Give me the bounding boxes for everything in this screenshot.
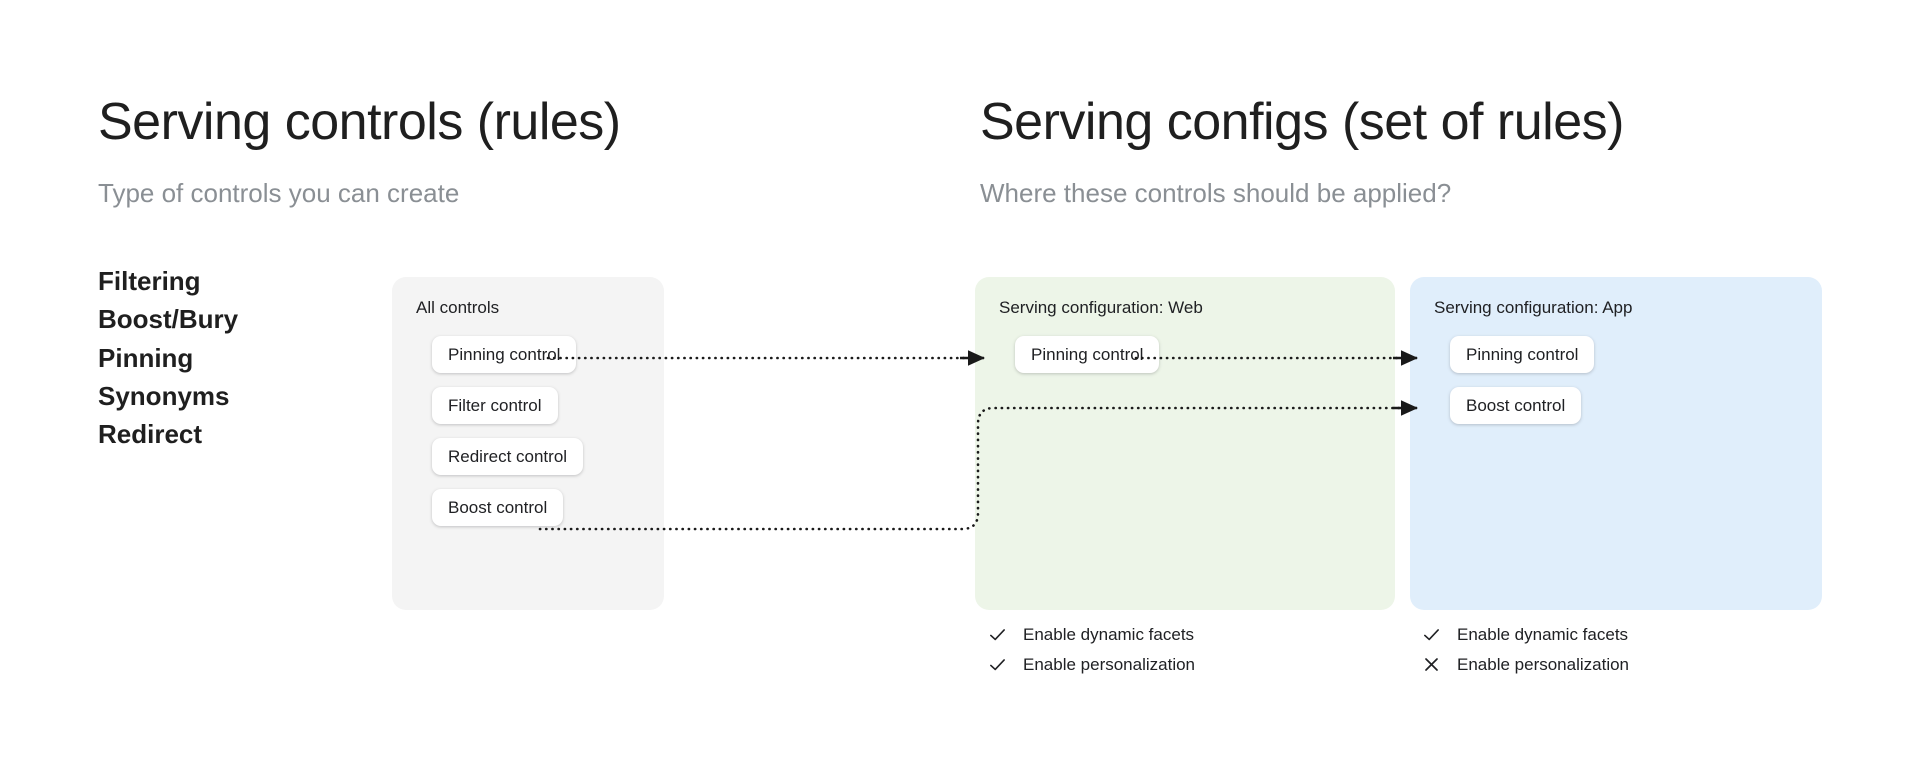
control-type-item: Filtering	[98, 266, 201, 296]
feature-label: Enable personalization	[1457, 655, 1630, 674]
serving-config-app-card: Serving configuration: App Pinning contr…	[1410, 277, 1822, 610]
feature-row-dynamic-facets: Enable dynamic facets	[1422, 625, 1629, 644]
serving-config-web-card: Serving configuration: Web Pinning contr…	[975, 277, 1395, 610]
left-column-title: Serving controls (rules)	[98, 93, 621, 151]
feature-row-personalization: Enable personalization	[988, 655, 1195, 674]
all-controls-chip-list: Pinning control Filter control Redirect …	[432, 336, 640, 526]
control-type-item: Pinning	[98, 342, 194, 373]
feature-label: Enable dynamic facets	[1457, 625, 1629, 644]
chip-pinning-control[interactable]: Pinning control	[1015, 336, 1160, 373]
chip-pinning-control[interactable]: Pinning control	[432, 336, 577, 373]
feature-row-personalization: Enable personalization	[1422, 655, 1629, 674]
check-icon	[1424, 629, 1439, 641]
chip-pinning-control[interactable]: Pinning control	[1450, 336, 1595, 373]
chip-filter-control[interactable]: Filter control	[432, 387, 558, 424]
feature-label: Enable personalization	[1023, 655, 1196, 674]
right-column-title: Serving configs (set of rules)	[980, 93, 1624, 151]
control-type-item: Boost/Bury	[98, 304, 239, 335]
chip-boost-control[interactable]: Boost control	[432, 489, 564, 526]
serving-config-web-card-label: Serving configuration: Web	[999, 298, 1203, 317]
control-type-item: Redirect	[98, 419, 203, 450]
left-column-subtitle: Type of controls you can create	[98, 178, 460, 208]
all-controls-card: All controls Pinning control Filter cont…	[392, 277, 664, 610]
all-controls-card-label: All controls	[416, 298, 500, 317]
feature-label: Enable dynamic facets	[1023, 625, 1195, 644]
feature-row-dynamic-facets: Enable dynamic facets	[988, 625, 1195, 644]
serving-config-app-chip-list: Pinning control Boost control	[1450, 336, 1798, 424]
serving-config-app-feature-list: Enable dynamic facets Enable personaliza…	[1422, 625, 1629, 674]
check-icon	[990, 659, 1005, 671]
control-type-item: Synonyms	[98, 380, 230, 411]
close-icon	[1425, 658, 1438, 671]
control-type-list: Filtering Boost/Bury Pinning Synonyms Re…	[98, 266, 239, 450]
serving-config-web-chip-list: Pinning control	[1015, 336, 1371, 373]
serving-config-app-card-label: Serving configuration: App	[1434, 298, 1633, 317]
chip-boost-control[interactable]: Boost control	[1450, 387, 1582, 424]
check-icon	[990, 629, 1005, 641]
right-column-subtitle: Where these controls should be applied?	[980, 178, 1452, 208]
serving-config-web-feature-list: Enable dynamic facets Enable personaliza…	[988, 625, 1195, 674]
chip-redirect-control[interactable]: Redirect control	[432, 438, 584, 475]
